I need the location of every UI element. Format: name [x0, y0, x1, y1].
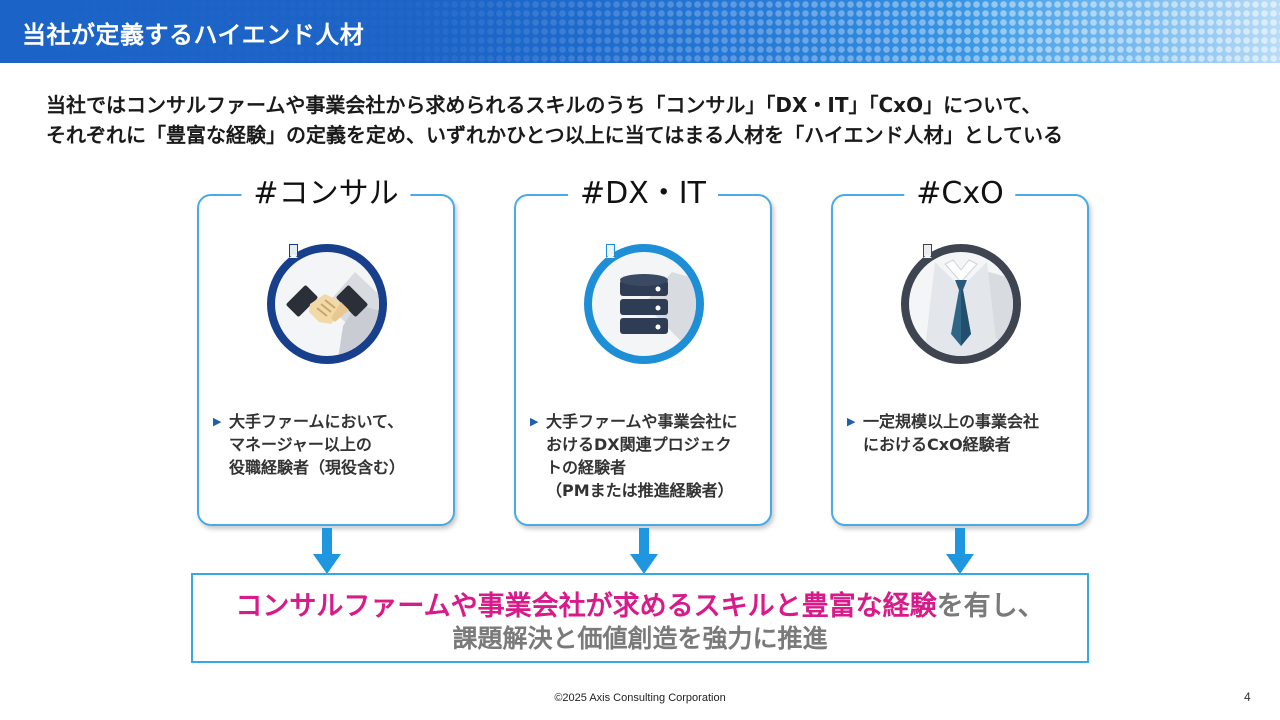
desc-line: （PMまたは推進経験者） — [546, 481, 734, 500]
title-bar-gradient — [0, 0, 1280, 63]
card-title: #DX・IT — [568, 174, 718, 214]
page-number: 4 — [1244, 690, 1251, 704]
handshake-icon — [265, 242, 389, 366]
desc-line: トの経験者 — [546, 458, 627, 477]
card-description: ▶ 大手ファームや事業会社に おけるDX関連プロジェク トの経験者 （PMまたは… — [530, 410, 770, 502]
database-icon — [582, 242, 706, 366]
bullet-marker: ▶ — [530, 415, 539, 428]
card-title: #コンサル — [241, 174, 411, 214]
card-consul: #コンサル ▶ 大手ファームにおいて、 マネージャー以上の 役職経験者（現役含む… — [197, 174, 455, 526]
summary-line-2: 課題解決と価値創造を強力に推進 — [452, 624, 828, 653]
bullet-marker: ▶ — [847, 415, 856, 428]
bullet-marker: ▶ — [213, 415, 222, 428]
intro-line-2: それぞれに「豊富な経験」の定義を定め、いずれかひとつ以上に当てはまる人材を「ハイ… — [46, 123, 1063, 147]
desc-line: マネージャー以上の — [229, 435, 372, 454]
desc-line: 大手ファームや事業会社に — [546, 412, 738, 431]
summary-tail: を有し、 — [936, 591, 1045, 622]
page-title: 当社が定義するハイエンド人材 — [22, 21, 365, 49]
down-arrow-icon — [313, 528, 341, 574]
copyright-text: ©2025 Axis Consulting Corporation — [554, 692, 726, 704]
down-arrow-icon — [630, 528, 658, 574]
card-description: ▶ 大手ファームにおいて、 マネージャー以上の 役職経験者（現役含む） — [213, 410, 453, 479]
summary-line-1: コンサルファームや事業会社が求めるスキルと豊富な経験を有し、 — [193, 591, 1087, 623]
down-arrow-icon — [946, 528, 974, 574]
intro-line-1: 当社ではコンサルファームや事業会社から求められるスキルのうち「コンサル」「DX・… — [46, 93, 1042, 117]
summary-highlight: コンサルファームや事業会社が求めるスキルと豊富な経験 — [235, 591, 937, 622]
intro-text: 当社ではコンサルファームや事業会社から求められるスキルのうち「コンサル」「DX・… — [46, 90, 1246, 150]
card-cxo: #CxO ▶ 一定規模以上の事業会社 におけるCxO経験者 — [831, 174, 1089, 526]
desc-line: 役職経験者（現役含む） — [229, 458, 406, 477]
card-dx-it: #DX・IT ▶ 大手ファームや事業会社に おけるDX関連プロジェク トの経験者 — [514, 174, 772, 526]
summary-box: コンサルファームや事業会社が求めるスキルと豊富な経験を有し、 課題解決と価値創造… — [191, 573, 1089, 663]
desc-line: 一定規模以上の事業会社 — [863, 412, 1040, 431]
card-description: ▶ 一定規模以上の事業会社 におけるCxO経験者 — [847, 410, 1087, 456]
title-bar: 当社が定義するハイエンド人材 — [0, 0, 1280, 63]
desc-line: におけるCxO経験者 — [863, 435, 1011, 454]
desc-line: おけるDX関連プロジェク — [546, 435, 732, 454]
necktie-icon — [899, 242, 1023, 366]
card-title: #CxO — [904, 174, 1016, 214]
desc-line: 大手ファームにおいて、 — [229, 412, 404, 431]
